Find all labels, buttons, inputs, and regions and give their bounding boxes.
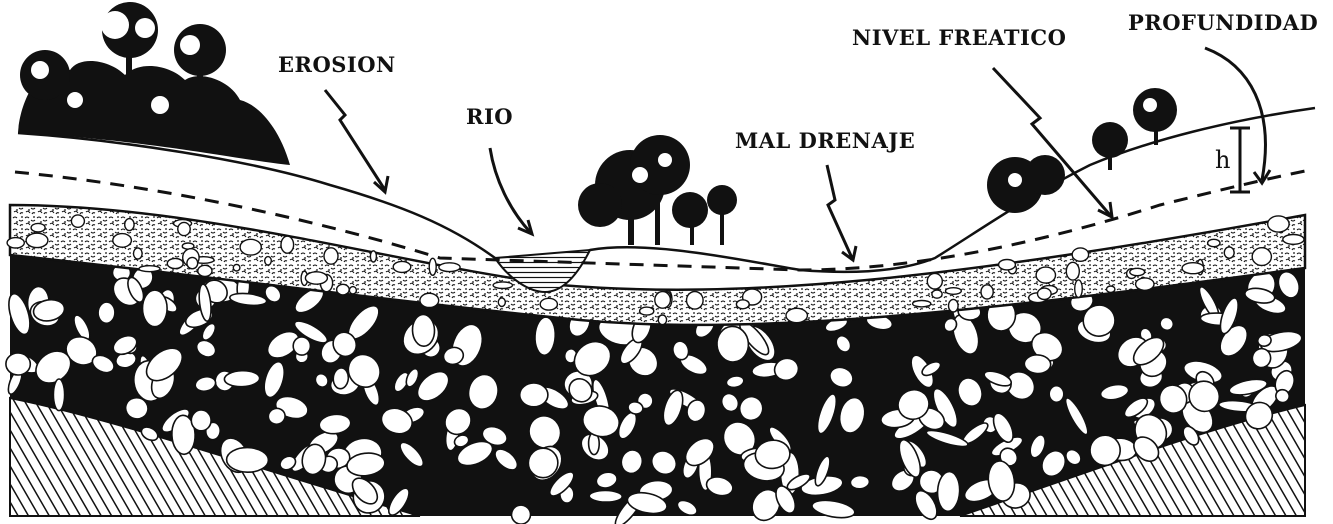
sediment-pebble	[1107, 286, 1115, 292]
sediment-pebble	[167, 258, 183, 268]
gravel-stone	[412, 314, 435, 347]
sediment-pebble	[240, 239, 261, 255]
sediment-pebble	[999, 260, 1016, 270]
sediment-pebble	[337, 284, 350, 295]
gravel-stone	[6, 353, 31, 375]
profundidad-label: PROFUNDIDAD	[1128, 10, 1318, 35]
gravel-stone	[1049, 385, 1064, 402]
gravel-stone	[520, 383, 548, 407]
gravel-stone	[589, 490, 622, 502]
gravel-stone	[98, 302, 116, 324]
rio-label: RIO	[466, 104, 513, 129]
sediment-pebble	[640, 307, 654, 315]
sediment-pebble	[1268, 216, 1289, 232]
sediment-pebble	[493, 282, 512, 289]
sediment-pebble	[370, 251, 376, 262]
sediment-pebble	[178, 222, 190, 235]
sediment-pebble	[1036, 267, 1055, 283]
sediment-pebble	[281, 236, 294, 253]
gravel-stone	[226, 447, 268, 472]
mal-drenaje-arrow	[827, 165, 852, 258]
sediment-pebble	[324, 248, 338, 264]
sediment-pebble	[393, 261, 411, 272]
sediment-pebble	[786, 308, 807, 322]
sediment-pebble	[113, 234, 132, 248]
gravel-stone	[142, 290, 167, 327]
rio-arrow	[490, 148, 530, 232]
sediment-pebble	[134, 248, 143, 259]
mal-drenaje-label: MAL DRENAJE	[735, 128, 915, 153]
sediment-pebble	[439, 263, 460, 272]
sediment-pebble	[1208, 239, 1220, 246]
sediment-pebble	[1075, 280, 1083, 298]
sediment-pebble	[1182, 263, 1204, 274]
sediment-pebble	[658, 315, 666, 325]
annotation-arrows	[325, 48, 1270, 260]
sediment-pebble	[233, 264, 240, 271]
sediment-pebble	[31, 223, 45, 232]
sediment-pebble	[420, 293, 439, 307]
erosion-arrow	[325, 90, 385, 190]
depth-h-label: h	[1215, 146, 1231, 174]
sediment-pebble	[139, 266, 160, 272]
sediment-pebble	[913, 301, 931, 307]
gravel-stone	[1089, 434, 1121, 466]
sediment-pebble	[1136, 278, 1154, 290]
sediment-pebble	[198, 265, 212, 276]
sediment-pebble	[1066, 262, 1079, 280]
erosion-label: EROSION	[278, 52, 396, 77]
vegetation-left	[18, 2, 290, 165]
gravel-stone	[53, 379, 64, 411]
sediment-pebble	[429, 258, 436, 275]
sediment-pebble	[305, 272, 327, 284]
sediment-pebble	[187, 257, 198, 268]
sediment-pebble	[540, 298, 557, 310]
sediment-pebble	[498, 298, 505, 307]
sediment-pebble	[655, 292, 671, 309]
nivel-freatico-label: NIVEL FREATICO	[852, 25, 1066, 50]
sediment-pebble	[1072, 248, 1088, 261]
vegetation-center	[578, 135, 737, 245]
gravel-stone	[1024, 354, 1051, 374]
sediment-pebble	[349, 287, 356, 294]
sediment-pebble	[736, 300, 749, 309]
sediment-pebble	[1130, 268, 1145, 275]
sediment-pebble	[687, 292, 704, 310]
sediment-pebble	[1283, 235, 1304, 245]
sediment-pebble	[26, 233, 48, 247]
vegetation-right	[987, 88, 1177, 213]
sediment-pebble	[927, 273, 942, 289]
sediment-pebble	[946, 288, 962, 295]
gravel-stone	[224, 370, 260, 387]
sediment-pebble	[265, 257, 272, 265]
sediment-pebble	[71, 215, 84, 227]
gravel-stone	[191, 410, 211, 431]
sediment-pebble	[949, 299, 959, 312]
sediment-pebble	[7, 238, 24, 248]
sediment-pebble	[981, 285, 993, 299]
gravel-stone	[293, 337, 311, 356]
sediment-pebble	[125, 219, 134, 231]
sediment-pebble	[932, 290, 942, 298]
sediment-pebble	[1038, 288, 1052, 299]
sediment-pebble	[1252, 248, 1271, 266]
sediment-pebble	[1224, 247, 1234, 258]
